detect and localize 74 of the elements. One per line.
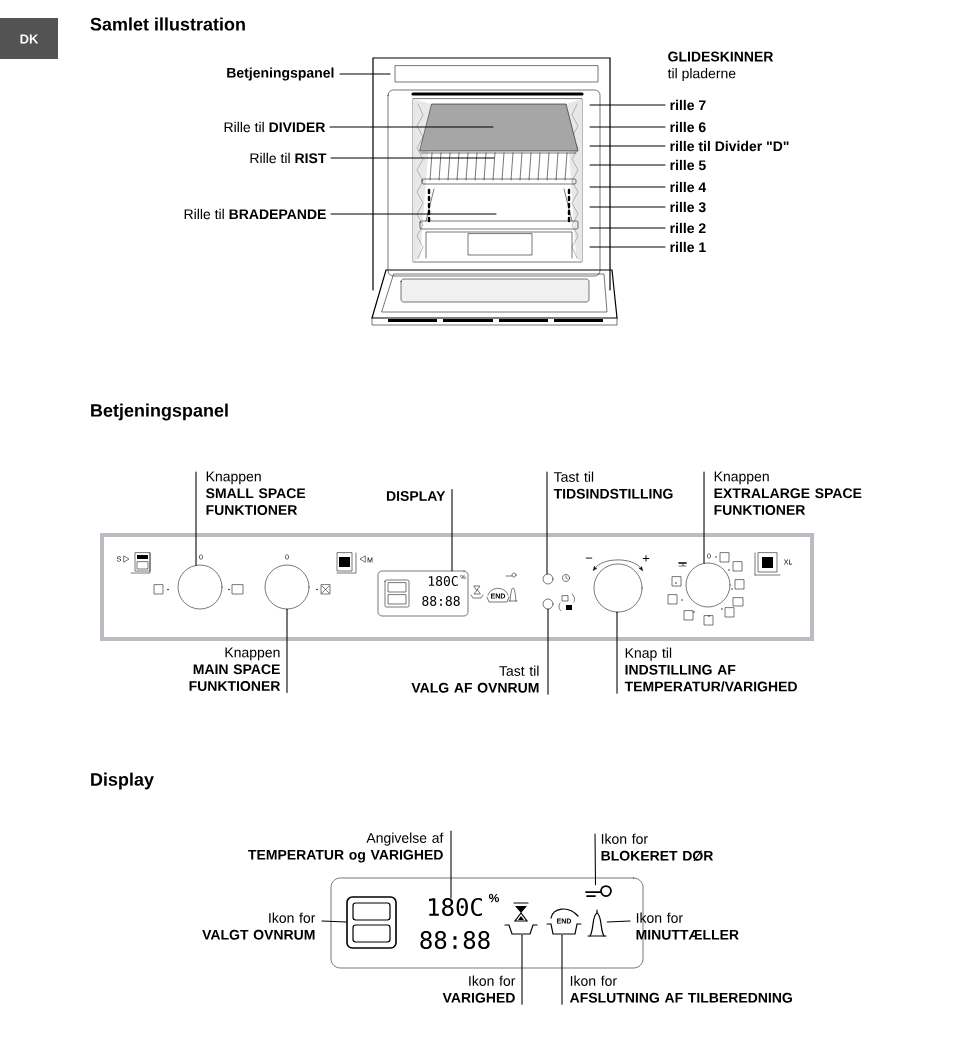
callout-text: Tast til VALG AF OVNRUM <box>411 665 539 693</box>
callout-text: rille 5 <box>670 159 706 171</box>
callout-text: rille 6 <box>670 121 706 133</box>
callout-text: rille 7 <box>670 99 706 111</box>
callout-text: Betjeningspanel <box>227 67 334 81</box>
leader-line <box>321 920 347 923</box>
callout-text: Rille til DIVIDER <box>224 121 326 133</box>
callout-text: Ikon for MINUTTÆLLER <box>636 912 739 940</box>
callout-text: DISPLAY <box>386 491 446 501</box>
display-digits: 180C <box>428 576 458 586</box>
callout-text: Ikon for VARIGHED <box>442 975 516 1003</box>
callout-text: Knappen MAIN SPACE FUNKTIONER <box>189 647 281 691</box>
leader-line <box>450 830 452 899</box>
callout-text: rille 3 <box>670 201 706 213</box>
section-heading: Display <box>91 772 154 790</box>
leader-line <box>589 227 666 229</box>
display-digits: 180C <box>429 897 482 917</box>
leader-line <box>546 471 548 575</box>
bell-icon <box>587 909 607 937</box>
plus-sign: + <box>642 555 650 562</box>
oven-compartment-icon <box>346 896 397 949</box>
control-panel <box>100 533 814 641</box>
minus-sign: − <box>585 557 593 559</box>
callout-text: GLIDESKINNER til pladerne <box>667 51 774 82</box>
hourglass-icon <box>504 902 538 935</box>
leader-line <box>330 213 497 215</box>
callout-text: rille 2 <box>670 222 706 234</box>
callout-text: Ikon for AFSLUTNING AF TILBEREDNING <box>569 975 792 1003</box>
control-knob <box>177 564 223 610</box>
key-icon <box>585 885 612 897</box>
control-knob <box>685 562 731 608</box>
section-heading: Betjeningspanel <box>91 403 228 421</box>
leader-line <box>547 608 549 695</box>
leader-line <box>286 608 288 694</box>
callout-text: Angivelse af TEMPERATUR og VARIGHED <box>248 832 444 863</box>
language-tab: DK <box>0 18 58 59</box>
leader-line <box>616 611 618 694</box>
leader-line <box>589 145 666 147</box>
control-knob <box>593 563 643 613</box>
leader-line <box>594 833 597 886</box>
leader-line <box>195 471 197 566</box>
leader-line <box>703 471 705 564</box>
display-digits: 88:88 <box>422 596 460 606</box>
push-button <box>542 573 554 585</box>
callout-text: rille 1 <box>670 241 706 253</box>
callout-text: Knap til INDSTILLING AF TEMPERATUR/VARIGHED <box>624 647 797 692</box>
leader-line <box>339 73 391 75</box>
control-knob <box>264 564 310 610</box>
callout-text: Knappen EXTRALARGE SPACE FUNKTIONER <box>714 471 862 515</box>
push-button <box>542 598 554 610</box>
callout-text: Tast til TIDSINDSTILLING <box>553 471 673 499</box>
display-digits: 88:88 <box>420 930 490 950</box>
leader-line <box>521 934 523 1005</box>
leader-line <box>589 246 666 248</box>
callout-text: Rille til RIST <box>250 152 327 164</box>
leader-line <box>329 126 494 128</box>
display-window <box>377 570 518 617</box>
leader-line <box>589 186 666 188</box>
callout-text: rille 4 <box>670 181 707 193</box>
leader-line <box>589 164 666 166</box>
leader-line <box>589 206 666 208</box>
leader-line <box>606 920 631 923</box>
percent-sign: % <box>488 893 499 903</box>
callout-text: Ikon for BLOKERET DØR <box>601 833 714 862</box>
leader-line <box>589 104 666 106</box>
callout-text: Ikon for VALGT OVNRUM <box>202 912 316 940</box>
callout-text: Knappen SMALL SPACE FUNKTIONER <box>206 471 306 515</box>
leader-line <box>451 488 453 572</box>
leader-line <box>330 157 495 159</box>
leader-line <box>561 934 563 1005</box>
section-heading: Samlet illustration <box>90 17 245 31</box>
callout-text: Rille til BRADEPANDE <box>184 208 326 220</box>
callout-text: rille til Divider "D" <box>670 140 789 152</box>
leader-line <box>589 126 666 128</box>
